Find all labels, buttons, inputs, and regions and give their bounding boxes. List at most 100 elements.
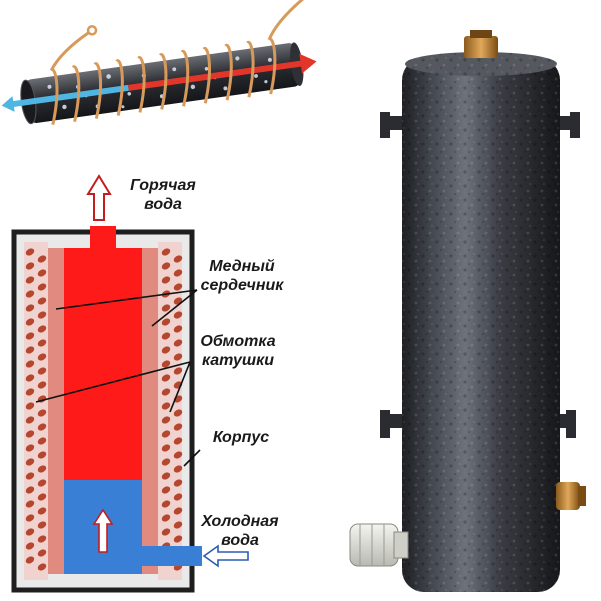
label-hot-water: Горячая вода bbox=[108, 176, 218, 214]
side-brass-fitting bbox=[556, 482, 586, 510]
copper-core-left bbox=[48, 248, 64, 574]
coil-turn bbox=[161, 318, 171, 326]
label-hot-water-line1: Горячая bbox=[130, 177, 196, 194]
cable-gland bbox=[349, 523, 409, 567]
copper-coil bbox=[49, 0, 311, 126]
coil-turn bbox=[173, 367, 183, 375]
coil-turn bbox=[25, 472, 35, 480]
coil-turn bbox=[25, 262, 35, 270]
label-housing: Корпус bbox=[196, 428, 286, 447]
coil-turn bbox=[173, 353, 183, 361]
coil-turn bbox=[161, 514, 171, 522]
coil-turn bbox=[161, 360, 171, 368]
coil-lead-left bbox=[86, 25, 98, 36]
coil-turn bbox=[37, 507, 47, 515]
coil-turn bbox=[37, 353, 47, 361]
label-coil-winding-line1: Обмотка bbox=[200, 333, 276, 350]
coil-turn bbox=[25, 528, 35, 536]
coil-turn bbox=[161, 276, 171, 284]
coil-turn bbox=[25, 276, 35, 284]
coil-turn bbox=[37, 255, 47, 263]
coil-turn bbox=[161, 262, 171, 270]
label-hot-water-line2: вода bbox=[144, 196, 182, 213]
coil-turn bbox=[173, 437, 183, 445]
coil-turn bbox=[173, 507, 183, 515]
coil-turn bbox=[37, 381, 47, 389]
cross-section-diagram bbox=[11, 174, 249, 593]
coil-turn bbox=[37, 437, 47, 445]
coil-turn bbox=[37, 297, 47, 305]
label-copper-core-line1: Медный bbox=[209, 258, 275, 275]
coil-turn bbox=[161, 374, 171, 382]
coil-turn bbox=[37, 367, 47, 375]
coil-turn bbox=[161, 346, 171, 354]
hot-outlet-pipe bbox=[90, 226, 116, 250]
label-cold-water-line2: вода bbox=[221, 532, 259, 549]
cold-inlet-pipe bbox=[80, 546, 202, 566]
coil-turn bbox=[37, 339, 47, 347]
coil-turn bbox=[173, 493, 183, 501]
coil-turn bbox=[37, 311, 47, 319]
coil-turn bbox=[37, 465, 47, 473]
coil-turn bbox=[25, 542, 35, 550]
coil-turn bbox=[25, 346, 35, 354]
label-copper-core: Медный сердечник bbox=[184, 257, 300, 295]
coil-turn bbox=[37, 521, 47, 529]
coil-turn bbox=[161, 248, 171, 256]
coil-turn bbox=[161, 304, 171, 312]
coil-turn bbox=[161, 388, 171, 396]
coil-turn bbox=[37, 549, 47, 557]
coil-turn bbox=[37, 535, 47, 543]
coil-turn bbox=[25, 304, 35, 312]
coil-turn bbox=[25, 486, 35, 494]
label-cold-water: Холодная вода bbox=[186, 512, 294, 550]
coil-turn bbox=[161, 528, 171, 536]
water-bubbles bbox=[47, 56, 272, 110]
coil-turn bbox=[173, 409, 183, 417]
coil-turn bbox=[161, 500, 171, 508]
coil-turn bbox=[25, 290, 35, 298]
coil-turn bbox=[37, 563, 47, 571]
coil-turn bbox=[173, 255, 183, 263]
coil-turn bbox=[37, 409, 47, 417]
coil-turn bbox=[37, 283, 47, 291]
coil-turn bbox=[173, 269, 183, 277]
coil-turn bbox=[161, 430, 171, 438]
coil-turn bbox=[161, 472, 171, 480]
coil-turn bbox=[161, 444, 171, 452]
label-coil-winding-line2: катушки bbox=[201, 352, 275, 369]
copper-core-right bbox=[142, 248, 158, 574]
hot-outlet-arrow bbox=[86, 174, 112, 221]
coil-turn bbox=[25, 402, 35, 410]
coil-turn bbox=[37, 493, 47, 501]
heater-unit bbox=[349, 30, 586, 592]
coil-turn bbox=[25, 458, 35, 466]
label-coil-winding: Обмотка катушки bbox=[180, 332, 296, 370]
coil-turn bbox=[161, 486, 171, 494]
coil-turn bbox=[25, 444, 35, 452]
coil-turn bbox=[173, 479, 183, 487]
coil-turn bbox=[173, 465, 183, 473]
cold-inlet-arrow bbox=[202, 544, 249, 568]
cold-flow-arrow bbox=[92, 508, 114, 553]
coil-turn bbox=[161, 458, 171, 466]
coil-turn bbox=[173, 283, 183, 291]
coil-turn bbox=[37, 479, 47, 487]
coil-turn bbox=[25, 514, 35, 522]
coil-turn bbox=[25, 388, 35, 396]
label-cold-water-line1: Холодная bbox=[201, 513, 279, 530]
coil-pipe-illustration bbox=[1, 0, 317, 126]
leader-lines bbox=[35, 289, 201, 467]
coil-turn bbox=[173, 339, 183, 347]
coil-turn bbox=[173, 423, 183, 431]
coil-turn bbox=[25, 416, 35, 424]
coil-turn bbox=[25, 556, 35, 564]
label-copper-core-line2: сердечник bbox=[200, 277, 284, 294]
coil-turn bbox=[25, 248, 35, 256]
coil-turn bbox=[161, 416, 171, 424]
coil-turn bbox=[37, 269, 47, 277]
coil-turn bbox=[25, 430, 35, 438]
coil-turn bbox=[25, 360, 35, 368]
coil-turn bbox=[25, 374, 35, 382]
